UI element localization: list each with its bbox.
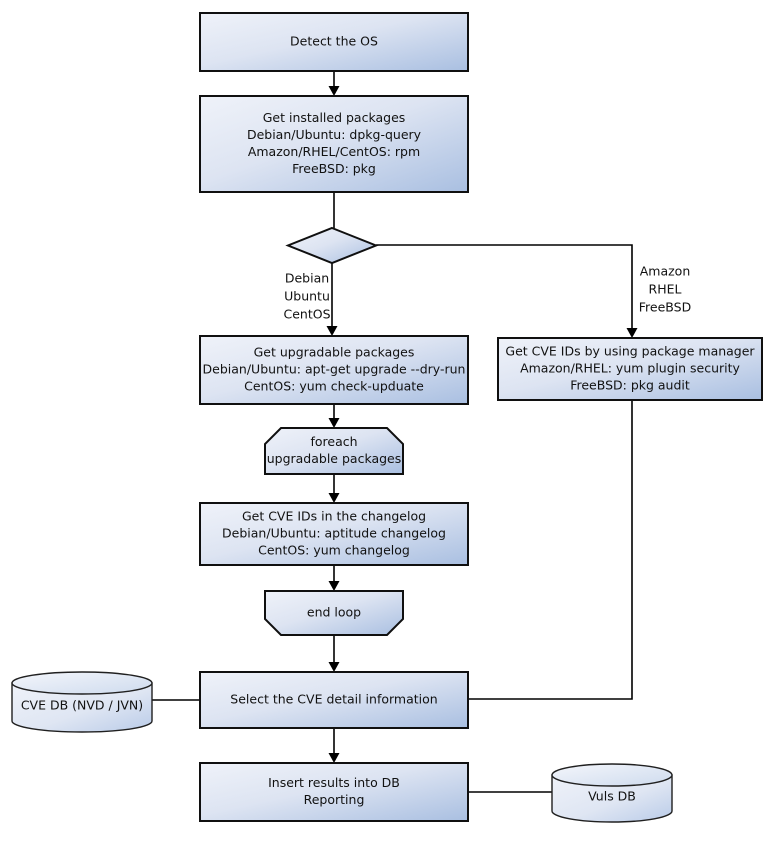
edge-label-line: Amazon [640, 264, 691, 279]
node-vuls-db[interactable]: Vuls DB [551, 763, 673, 823]
node-label-line: Vuls DB [588, 789, 636, 804]
node-label-line: FreeBSD: pkg [292, 161, 376, 176]
process-box [497, 337, 763, 401]
node-label-line: Amazon/RHEL/CentOS: rpm [248, 144, 420, 159]
node-select-cve-detail[interactable]: Select the CVE detail information [199, 671, 469, 729]
arrowhead-down-icon [328, 581, 340, 591]
node-label-line: Amazon/RHEL: yum plugin security [520, 361, 740, 376]
node-insert-results[interactable]: Insert results into DB Reporting [199, 762, 469, 822]
node-label-line: upgradable packages [267, 451, 402, 466]
node-label-line: Get CVE IDs in the changelog [242, 509, 426, 524]
connector-decision-to-upgradable [326, 263, 338, 336]
database-cylinder-body [11, 682, 153, 733]
node-label-line: end loop [307, 605, 361, 620]
node-label-line: Insert results into DB [268, 775, 400, 790]
node-label-line: foreach [310, 434, 357, 449]
arrowhead-down-icon [328, 662, 340, 672]
node-label-line: Get CVE IDs by using package manager [505, 344, 755, 359]
process-box [199, 671, 469, 729]
connector-foreach-to-changelog [328, 474, 340, 503]
loop-end-shape [264, 590, 404, 636]
process-box [199, 95, 469, 193]
node-label-line: CentOS: yum check-upduate [244, 379, 424, 394]
database-cylinder-body [551, 774, 673, 823]
node-label-line: CentOS: yum changelog [258, 543, 410, 558]
decision-diamond [285, 226, 379, 265]
node-detect-os[interactable]: Detect the OS [199, 12, 469, 72]
loop-start-shape [264, 427, 404, 475]
edge-label-line: FreeBSD [639, 300, 691, 315]
node-label-line: Debian/Ubuntu: aptitude changelog [222, 526, 446, 541]
connector-line [376, 244, 633, 332]
arrowhead-down-icon [328, 86, 340, 96]
node-label-line: Debian/Ubuntu: apt-get upgrade --dry-run [203, 362, 466, 377]
node-foreach-loop-start[interactable]: foreach upgradable packages [264, 427, 404, 475]
node-label-line: Debian/Ubuntu: dpkg-query [247, 127, 422, 142]
arrowhead-down-icon [328, 418, 340, 428]
connector-endloop-to-select [328, 635, 340, 672]
arrowhead-down-icon [326, 326, 338, 336]
node-label-line: Get installed packages [263, 110, 406, 125]
edge-label-line: CentOS [283, 307, 330, 322]
node-get-cve-ids-changelog[interactable]: Get CVE IDs in the changelogDebian/Ubunt… [199, 502, 469, 566]
edge-label-line: Ubuntu [284, 289, 330, 304]
node-label-line: Reporting [304, 792, 365, 807]
connector-changelog-to-endloop [328, 565, 340, 591]
process-box [199, 502, 469, 566]
arrowhead-down-icon [328, 753, 340, 763]
node-label-line: FreeBSD: pkg audit [570, 378, 690, 393]
connector-select-to-insert [328, 728, 340, 763]
arrowhead-down-icon [328, 493, 340, 503]
edge-label-line: Debian [285, 271, 329, 286]
database-cylinder-top [551, 763, 673, 787]
node-label-line: Get upgradable packages [254, 345, 415, 360]
node-label-line: CVE DB (NVD / JVN) [21, 698, 143, 713]
database-cylinder-top [11, 671, 153, 695]
node-get-cve-ids-package-manager[interactable]: Get CVE IDs by using package managerAmaz… [497, 337, 763, 401]
edge-label-line: RHEL [649, 282, 682, 297]
connector-upgradable-to-foreach [328, 404, 340, 428]
connector-decision-to-package-manager [376, 244, 638, 338]
node-cve-db[interactable]: CVE DB (NVD / JVN) [11, 671, 153, 733]
nodes-layer: Detect the OS Get installed packagesDebia… [11, 12, 763, 823]
process-box [199, 762, 469, 822]
node-end-loop[interactable]: end loop [264, 590, 404, 636]
node-label-line: Detect the OS [290, 34, 378, 49]
node-os-decision[interactable] [285, 226, 379, 265]
process-box [199, 12, 469, 72]
node-label-line: Select the CVE detail information [230, 692, 437, 707]
connector-detect-to-installed [328, 71, 340, 96]
process-box [199, 335, 469, 405]
arrowhead-down-icon [626, 328, 638, 338]
